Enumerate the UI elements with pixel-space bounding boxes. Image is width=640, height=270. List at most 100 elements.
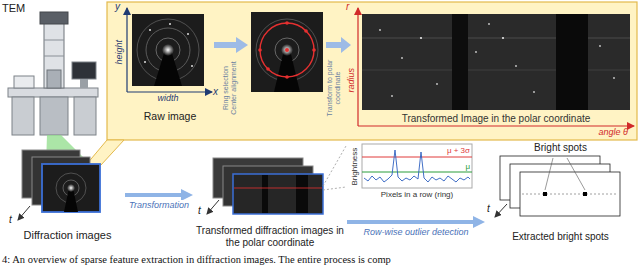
detail-panel [107,2,637,140]
microscope [74,97,96,135]
polar-image [362,14,630,110]
label-holder: Ring selection Center alignment [222,55,238,121]
diffraction-stack [18,206,30,220]
spot-stack [545,158,553,190]
edge-label-holder: Transformation [127,200,191,210]
label-holder: r [346,1,355,13]
polar-image [362,70,630,71]
polar-stack [262,175,268,213]
microscope [44,40,64,41]
label-holder: t [487,203,495,215]
label-holder: radius [346,62,356,98]
edge-label: Transformation [127,200,191,210]
label-holder: μ [458,162,470,171]
diffraction-stack [18,150,100,220]
image-axes [126,8,127,92]
spot-stack [520,172,620,216]
polar-stack [296,175,308,213]
image-axes [127,91,212,92]
threshold-label: μ + 3σ [436,146,470,155]
polar-axes [358,8,634,126]
polar-image [488,23,490,25]
spot-stack: Bright spotsExtracted bright spots [485,142,636,242]
brightness-chart [362,157,472,158]
spot-stack [567,158,585,190]
chart-axis-label: Brightness [350,144,359,188]
polar-image [599,45,601,47]
raw-diffraction-image [169,23,171,25]
image-stack: Transformed diffraction images in the po… [193,146,347,248]
step-label: Ring selection Center alignment [222,55,238,121]
polar-image [362,14,630,110]
axis-label: x [213,86,222,98]
raw-diffraction-image [162,44,174,56]
image-panel: Raw image [130,10,210,122]
label-holder: t [9,214,17,226]
axis-label: r [346,1,355,13]
microscope [8,12,98,135]
spot-stack [543,192,547,196]
label-holder: Transform to polar coordinate [326,57,342,119]
ring-selection-image [258,48,262,52]
polar-axes [357,8,358,126]
polar-image [452,14,468,110]
ring-selection-image [281,44,293,56]
chart-axis-label: Pixels in a row (ring) [362,190,472,199]
brightness-chart [362,144,472,188]
ring-selection-image [285,21,289,25]
ring-selection-image [312,48,316,52]
polar-image [475,51,477,53]
polar-stack [207,146,346,214]
raw-diffraction-image [132,14,204,86]
polar-image [362,38,630,39]
spot-stack [495,156,620,217]
microscope [40,12,68,24]
ring-selection-image [266,67,270,71]
step-arrow [214,37,248,53]
node-text: Raw image [144,110,197,122]
ring-selection-image [304,29,308,33]
axis-label: angle θ [570,127,628,137]
axis-label: width [148,93,188,103]
node-text: Bright spots [534,142,587,154]
polar-stack [233,174,323,214]
polar-image [533,91,535,93]
polar-image [613,77,615,79]
image-panel: Transformed Image in the polar coordinat… [360,10,632,124]
label-holder: angle θ [570,127,628,137]
node-text: Extracted bright spots [512,231,609,243]
zoom-wedge [86,140,124,165]
brightness-chart [362,172,472,173]
microscope [44,22,64,88]
microscope [80,79,88,88]
polar-image [556,14,588,110]
polar-image [515,65,517,67]
ring-selection-image [251,12,323,92]
node-text: TEM [2,2,25,15]
diffraction-stack [67,184,75,192]
polar-image [391,95,393,97]
ring-selection-image [285,48,289,52]
polar-image [379,29,381,31]
label-holder: μ + 3σ [436,146,470,155]
diffraction-stack [42,164,100,212]
axis-label: height [114,32,124,72]
ring-selection-image [285,75,289,79]
label-holder: Pixels in a row (ring) [362,190,472,199]
polar-image [401,57,403,59]
microscope [44,56,64,57]
microscope [72,62,96,79]
microscope [12,97,34,135]
polar-stack [323,187,346,190]
time-axis-label: t [198,205,206,217]
instrument-node: TEM [2,2,102,137]
spot-stack [495,204,507,217]
spot-stack [522,194,618,195]
raw-diffraction-image [191,65,193,67]
polar-stack [323,146,346,186]
edge-label: Row-wise outlier detection [361,227,470,237]
microscope [47,70,61,88]
polar-axes [358,125,634,126]
ring-selection-image [274,50,300,92]
